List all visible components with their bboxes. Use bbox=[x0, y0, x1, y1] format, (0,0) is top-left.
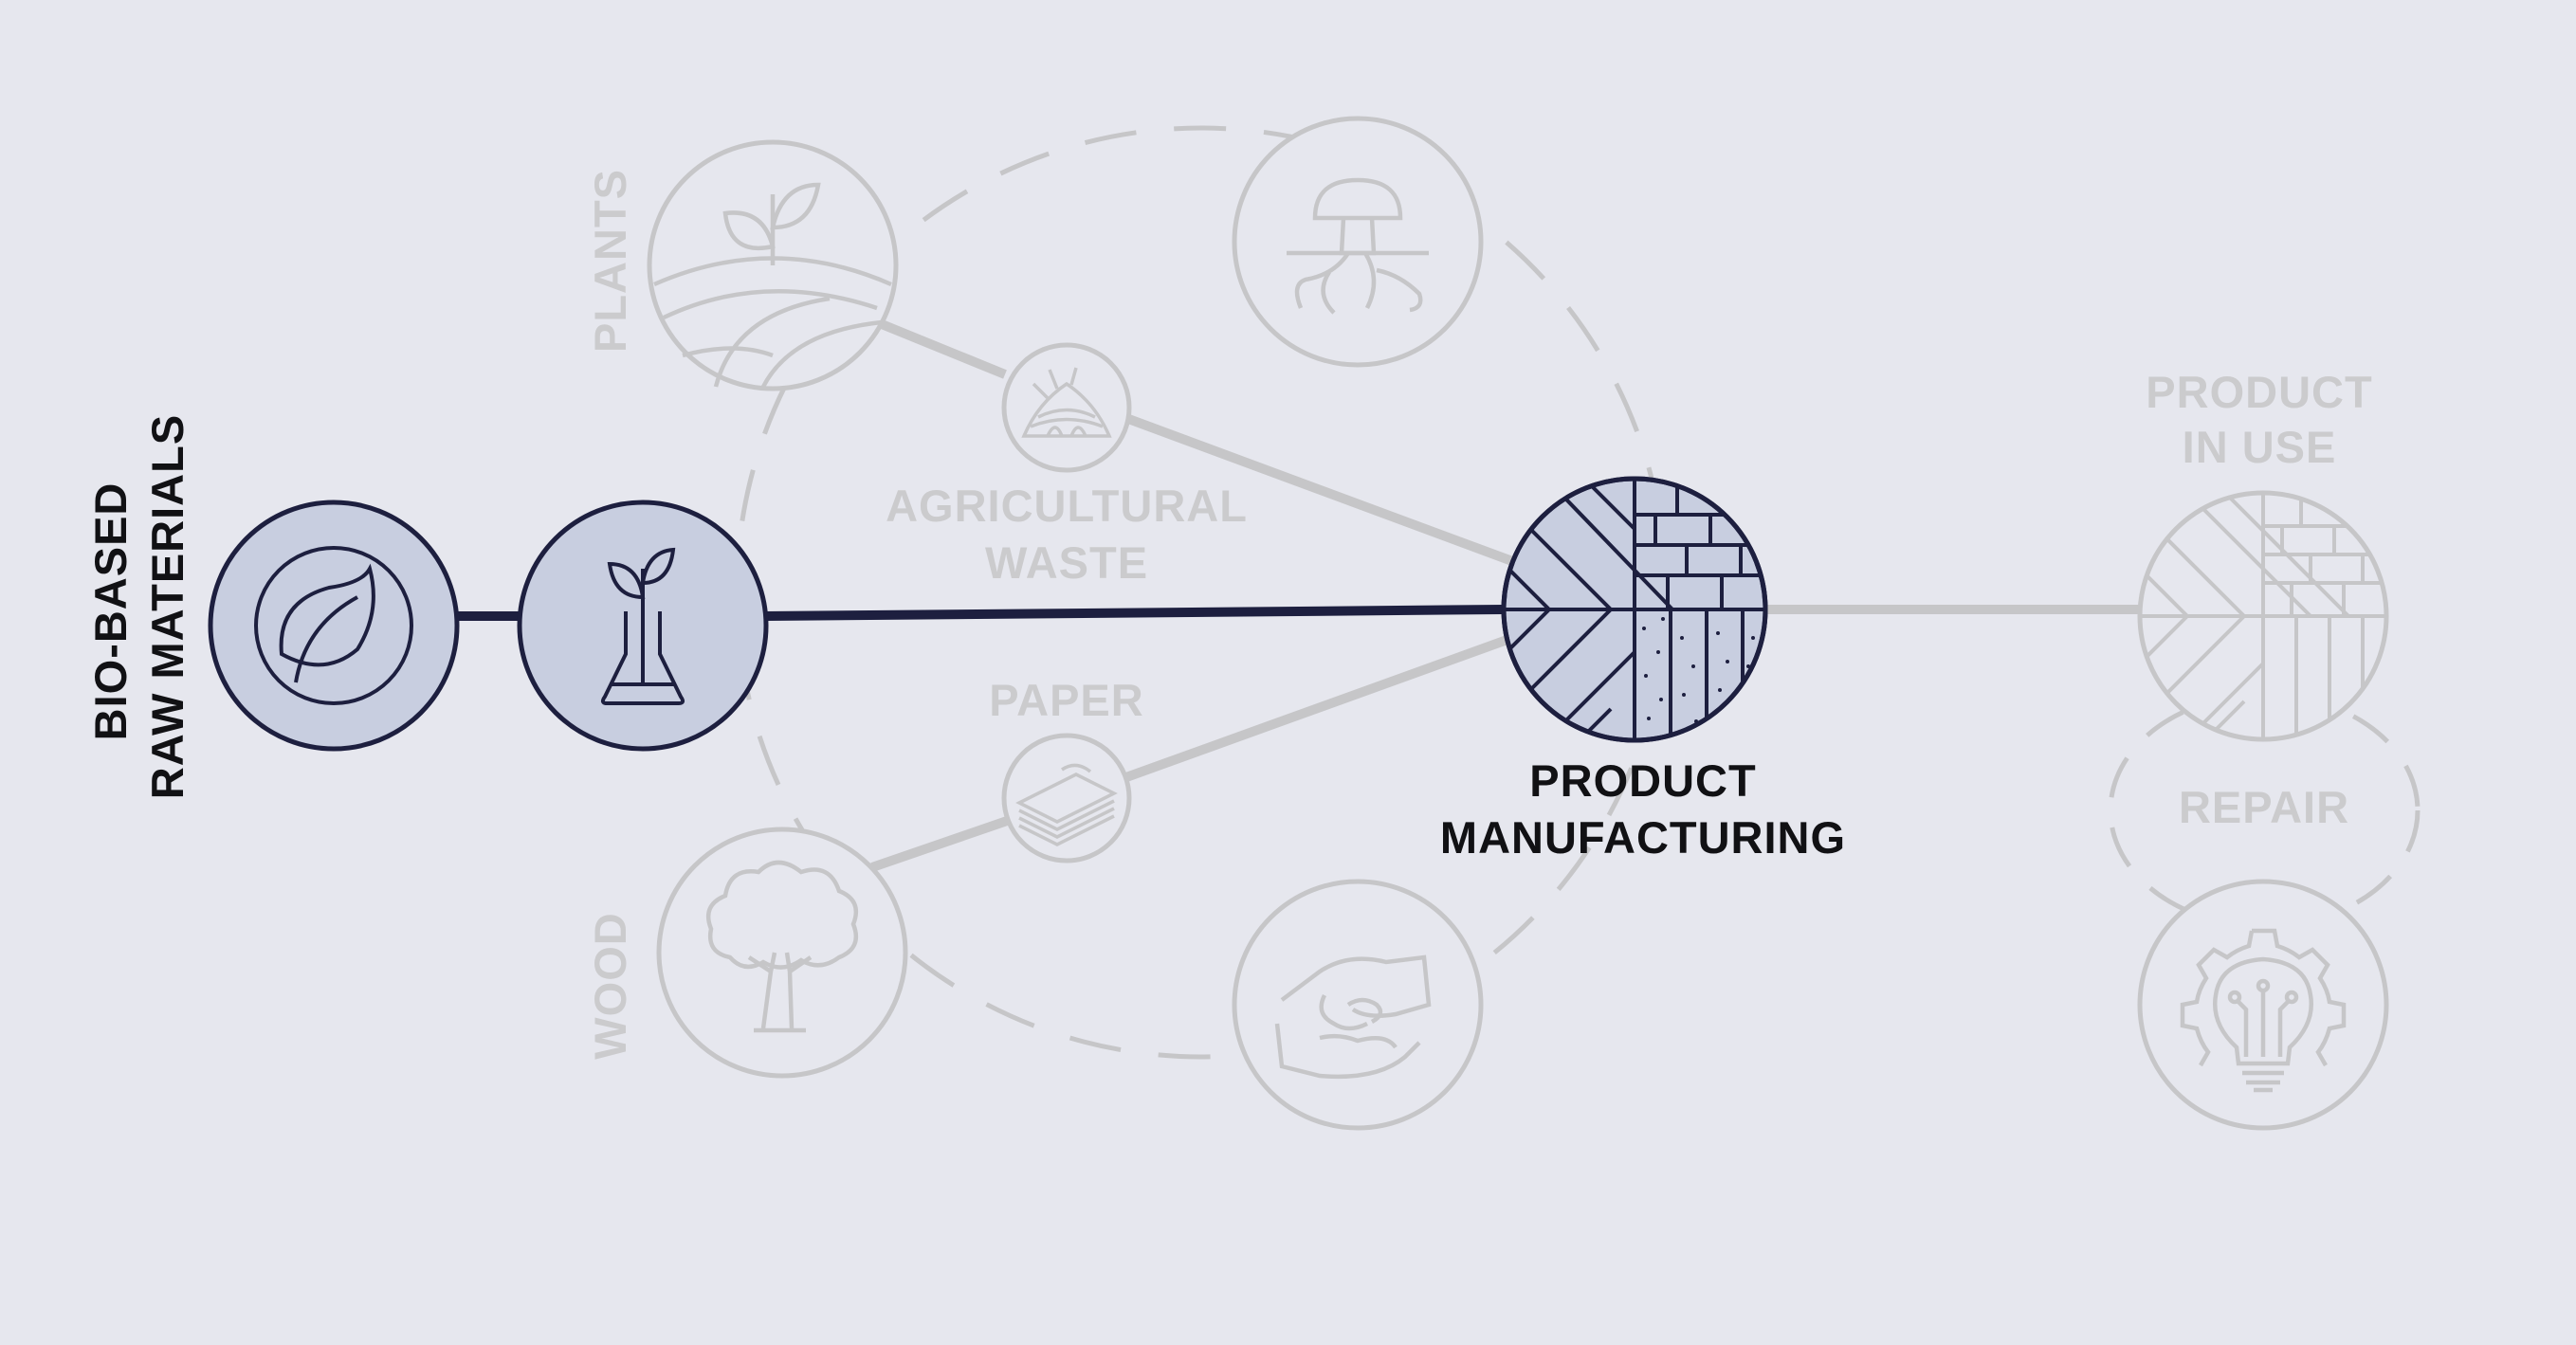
line-paper-to-product bbox=[1124, 633, 1514, 782]
hands-molding-icon bbox=[1274, 954, 1432, 1080]
node-bio-based-leaf bbox=[208, 500, 460, 752]
material-patterns-icon bbox=[1505, 480, 1764, 739]
line-agri-to-product bbox=[1122, 412, 1514, 566]
node-bio-flask bbox=[517, 500, 769, 752]
speckle-texture bbox=[1642, 617, 1755, 723]
node-product-manufacturing bbox=[1501, 476, 1768, 743]
label-product-in-use-line2: IN USE bbox=[2183, 422, 2337, 472]
hay-pile-icon bbox=[1021, 367, 1112, 438]
label-repair: REPAIR bbox=[2179, 782, 2349, 832]
node-hands bbox=[1232, 879, 1484, 1131]
label-product-mfg-line1: PRODUCT bbox=[1529, 755, 1756, 806]
label-bio-based-line2: RAW MATERIALS bbox=[142, 414, 192, 799]
label-bio-based-line1: BIO-BASED bbox=[85, 482, 136, 741]
lightbulb-gear-icon bbox=[2180, 928, 2347, 1093]
dashed-ring-repair bbox=[2108, 692, 2421, 929]
label-paper: PAPER bbox=[989, 675, 1143, 725]
node-mushroom bbox=[1232, 116, 1484, 368]
sprout-flask-icon bbox=[600, 547, 685, 705]
label-agricultural-line1: AGRICULTURAL bbox=[886, 481, 1248, 531]
node-plants bbox=[647, 139, 899, 391]
line-wood-to-paper bbox=[870, 815, 1012, 872]
paper-stack-icon bbox=[1015, 763, 1118, 846]
mushroom-mycelium-icon bbox=[1287, 177, 1429, 315]
node-product-in-use bbox=[2137, 490, 2389, 742]
label-agricultural-line2: WASTE bbox=[985, 537, 1148, 588]
leaf-icon bbox=[254, 546, 413, 705]
line-plants-to-agri bbox=[875, 318, 1007, 379]
label-product-mfg-line2: MANUFACTURING bbox=[1440, 812, 1846, 863]
connector-lines bbox=[453, 318, 2141, 872]
node-lightbulb bbox=[2137, 879, 2389, 1131]
tree-icon bbox=[705, 860, 859, 1033]
node-paper bbox=[1001, 733, 1132, 863]
node-agricultural-waste bbox=[1001, 342, 1132, 473]
line-flask-to-product bbox=[765, 605, 1505, 621]
label-plants: PLANTS bbox=[585, 169, 635, 353]
label-product-in-use-line1: PRODUCT bbox=[2146, 367, 2372, 417]
sprouting-field-icon bbox=[653, 182, 892, 389]
label-wood: WOOD bbox=[585, 912, 635, 1059]
node-wood bbox=[656, 827, 908, 1079]
